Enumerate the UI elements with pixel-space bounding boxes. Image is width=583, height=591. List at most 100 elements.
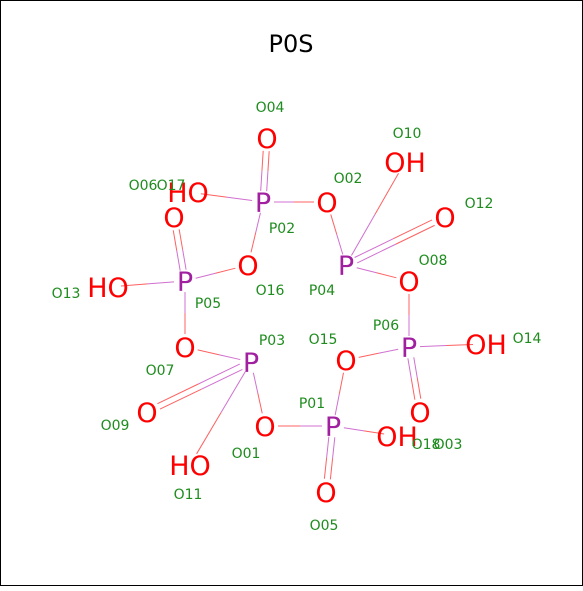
- bond-p02-o04-line2-o-half: [267, 151, 270, 172]
- bond-p02-o16-o-half: [250, 232, 257, 253]
- atom-label-o04: O04: [256, 100, 285, 116]
- atom-symbol-o06: O: [163, 203, 184, 234]
- bond-p01-o18-p-half: [343, 427, 365, 432]
- bond-p03-o09-line2-o-half: [157, 383, 199, 405]
- bond-p05-o06-line2-p-half: [182, 249, 187, 270]
- atom-symbol-p03: P: [243, 348, 259, 379]
- bond-p04-o12-line1-p-half: [354, 238, 394, 258]
- bond-p02-o17-o-half: [200, 193, 227, 198]
- bonds-layer: [120, 150, 474, 480]
- bond-p03-o07-p-half: [218, 354, 241, 361]
- bond-p02-o04-line1-p-half: [260, 170, 263, 191]
- atom-label-o08: O08: [419, 253, 448, 269]
- bond-p06-o03-line2-o-half: [410, 378, 416, 400]
- atom-label-o10: O10: [393, 126, 422, 142]
- bond-p02-o16-p-half: [255, 212, 261, 233]
- bond-p03-o01-o-half: [257, 392, 263, 414]
- atom-label-p02: P02: [269, 221, 295, 237]
- atom-label-o15: O15: [309, 332, 338, 348]
- bond-p05-o16-o-half: [215, 267, 236, 274]
- atom-symbol-o01: O: [254, 412, 275, 443]
- atom-label-o01: O01: [232, 446, 261, 462]
- bond-p06-o15-p-half: [378, 348, 399, 354]
- bond-p03-o01-p-half: [252, 372, 259, 394]
- atom-label-o13: O13: [52, 286, 81, 302]
- atom-symbol-o15: O: [335, 346, 356, 377]
- bond-p06-o15-o-half: [358, 352, 379, 358]
- atom-label-o02: O02: [334, 171, 363, 187]
- atom-symbol-o08: O: [398, 267, 419, 298]
- bond-p06-o03-line1-p-half: [413, 357, 418, 379]
- bond-p03-o11-o-half: [196, 412, 222, 455]
- atom-label-o12: O12: [465, 196, 494, 212]
- bond-p05-o06-line1-o-half: [172, 230, 178, 251]
- atom-label-o14: O14: [513, 331, 542, 347]
- atom-symbol-o07: O: [174, 333, 195, 364]
- bond-p02-o04-line2-p-half: [266, 171, 269, 192]
- atom-label-o18: O18: [412, 437, 441, 453]
- atom-label-p04: P04: [309, 283, 335, 299]
- atom-label-o11: O11: [174, 487, 203, 503]
- atom-symbol-o13: HO: [87, 273, 129, 304]
- bond-p01-o15-p-half: [334, 393, 340, 416]
- bond-p05-o06-line1-p-half: [176, 250, 181, 271]
- bond-p06-o03-line1-o-half: [416, 377, 422, 399]
- bond-p02-o04-line1-o-half: [261, 150, 264, 171]
- bond-p01-o18-o-half: [363, 430, 385, 435]
- atom-label-p01: P01: [299, 396, 325, 412]
- bond-p01-o15-o-half: [338, 372, 344, 395]
- atom-label-p03: P03: [259, 333, 285, 349]
- atom-symbol-o18: OH: [376, 422, 418, 453]
- bond-p02-o17-p-half: [226, 196, 253, 202]
- atom-label-p06: P06: [373, 318, 399, 334]
- bond-p03-o07-o-half: [197, 349, 220, 356]
- atom-symbol-o17: HO: [167, 178, 209, 209]
- atom-label-o16: O16: [256, 283, 285, 299]
- bond-p05-o13-o-half: [120, 283, 148, 287]
- bond-p04-o12-line2-o-half: [395, 224, 435, 245]
- bond-p03-o09-line1-p-half: [200, 369, 243, 390]
- atom-symbol-o11: HO: [169, 451, 211, 482]
- atom-symbol-p01: P: [325, 412, 341, 443]
- atom-symbol-o05: O: [315, 478, 336, 509]
- atom-symbol-o09: O: [136, 398, 157, 429]
- bond-p04-o12-line1-o-half: [393, 219, 433, 240]
- bond-p01-o05-line1-p-half: [332, 437, 336, 459]
- atom-symbol-p04: P: [338, 251, 354, 282]
- bond-p01-o05-line1-o-half: [329, 458, 334, 480]
- atom-label-o09: O09: [101, 418, 130, 434]
- atom-symbol-p02: P: [255, 188, 271, 219]
- bond-p04-o10-p-half: [351, 214, 376, 256]
- bond-p04-o02-p-half: [336, 234, 344, 255]
- diagram-title: P0S: [269, 30, 314, 58]
- bond-p01-o05-line2-o-half: [323, 457, 328, 479]
- bond-p05-o06-line2-o-half: [178, 229, 184, 250]
- bond-p04-o02-o-half: [330, 214, 338, 235]
- atom-labels-layer: P01P02P03P04P05P06O01O02O03O04O05O06O07O…: [52, 100, 542, 534]
- atom-symbol-o02: O: [316, 188, 337, 219]
- bond-p04-o10-o-half: [374, 173, 399, 215]
- bond-p05-o16-p-half: [195, 272, 216, 279]
- atom-label-o05: O05: [310, 518, 339, 534]
- bond-p03-o09-line1-o-half: [159, 388, 202, 410]
- bond-p04-o08-p-half: [356, 267, 377, 274]
- bond-p03-o09-line2-p-half: [198, 363, 241, 385]
- atom-symbol-o16: O: [237, 251, 258, 282]
- atom-symbol-p05: P: [177, 267, 193, 298]
- bond-p06-o14-p-half: [419, 345, 447, 348]
- atom-label-o06: O06: [129, 178, 158, 194]
- bond-p04-o08-o-half: [376, 272, 397, 279]
- bond-p03-o11-p-half: [220, 371, 246, 413]
- bond-p04-o12-line2-p-half: [356, 243, 397, 264]
- atom-symbol-o03: O: [409, 398, 430, 429]
- atom-label-p05: P05: [195, 296, 221, 312]
- atom-symbol-o14: OH: [465, 330, 507, 361]
- atom-symbol-o12: O: [434, 203, 455, 234]
- atom-label-o07: O07: [146, 363, 175, 379]
- bond-p05-o13-p-half: [147, 281, 175, 285]
- bond-p06-o03-line2-p-half: [407, 358, 412, 380]
